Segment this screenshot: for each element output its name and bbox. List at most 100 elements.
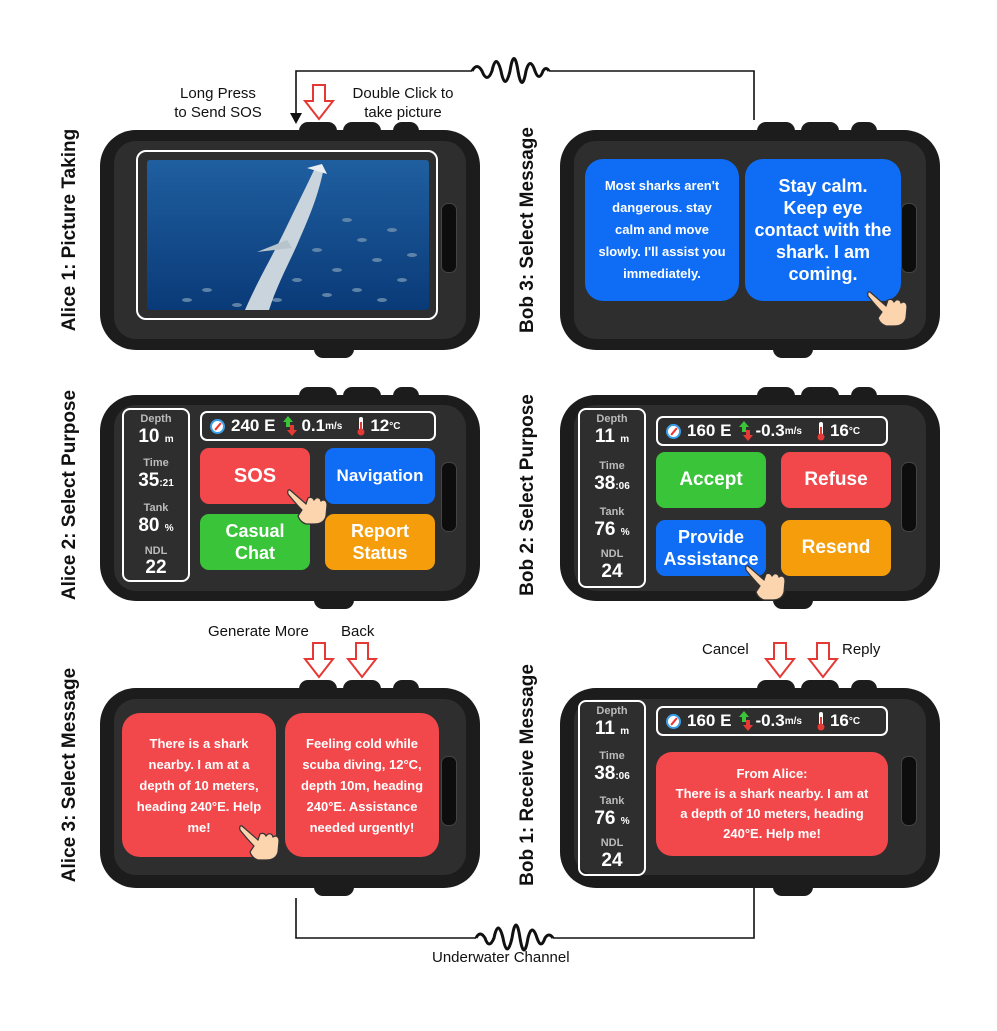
back-annotation: Back — [341, 623, 375, 640]
bob2-label: Bob 2: Select Purpose — [517, 394, 538, 596]
alice1-label: Alice 1: Picture Taking — [59, 128, 80, 332]
pointing-hand-icon — [239, 825, 280, 861]
heading-value: 240 E — [231, 416, 276, 435]
bob1-label: Bob 1: Receive Message — [517, 664, 538, 886]
alice2-stats-panel: Depth 10 m Time 35:21 Tank 80 % NDL 22 — [122, 408, 190, 582]
compass-icon — [210, 418, 225, 434]
temp-value: 12 — [370, 416, 390, 435]
depth-key: Depth — [596, 413, 628, 425]
alice2-side-button[interactable] — [441, 462, 457, 532]
heading-value: 160 E — [687, 421, 732, 440]
double-click-annotation: Double Click to take picture — [352, 85, 454, 121]
bob1-bottom-button[interactable] — [773, 884, 813, 896]
camera-viewfinder — [136, 150, 438, 320]
pointing-hand-icon — [745, 565, 786, 601]
top-channel-line-left — [295, 70, 472, 117]
tank-key: Tank — [599, 795, 625, 807]
tank-key: Tank — [599, 506, 625, 518]
ndl-key: NDL — [600, 837, 624, 849]
bob2-stats-panel: Depth 11 m Time 38:06 Tank 76 % NDL 24 — [578, 408, 646, 588]
sos-press-arrow — [302, 84, 336, 121]
ndl-value: 22 — [145, 557, 167, 578]
received-message[interactable]: From Alice: There is a shark nearby. I a… — [656, 752, 888, 856]
refuse-button[interactable]: Refuse — [781, 452, 891, 508]
tank-value: 80 % — [138, 515, 174, 536]
time-value: 35:21 — [138, 470, 174, 491]
time-key: Time — [143, 457, 169, 469]
alice1-side-button[interactable] — [441, 203, 457, 273]
bob1-stats-panel: Depth 11 m Time 38:06 Tank 76 % NDL 24 — [578, 700, 646, 876]
time-value: 38:06 — [594, 763, 630, 784]
navigation-button[interactable]: Navigation — [325, 448, 435, 504]
received-message-from: From Alice: — [736, 766, 808, 781]
depth-key: Depth — [596, 705, 628, 717]
depth-value: 11 m — [594, 718, 630, 739]
accept-button[interactable]: Accept — [656, 452, 766, 508]
bob3-side-button[interactable] — [901, 203, 917, 273]
ascent-rate-icon — [739, 711, 754, 731]
compass-icon — [666, 713, 681, 729]
tank-key: Tank — [143, 502, 169, 514]
alice3-message-option-1[interactable]: There is a shark nearby. I am at a depth… — [122, 713, 276, 857]
compass-icon — [666, 423, 681, 439]
alice2-label: Alice 2: Select Purpose — [59, 389, 80, 601]
bottom-wave — [474, 923, 555, 952]
time-value: 38:06 — [594, 473, 630, 494]
resend-button[interactable]: Resend — [781, 520, 891, 576]
shark-photo — [147, 160, 429, 310]
time-key: Time — [599, 750, 625, 762]
speed-value: 0.1 — [301, 416, 326, 435]
speed-value: -0.3 — [755, 711, 785, 730]
bob3-message-option-2[interactable]: Stay calm. Keep eye contact with the sha… — [745, 159, 901, 301]
alice3-label: Alice 3: Select Message — [59, 667, 80, 883]
alice1-bottom-button[interactable] — [314, 346, 354, 358]
back-arrow — [345, 642, 379, 679]
bob2-side-button[interactable] — [901, 462, 917, 532]
bottom-channel-line — [295, 898, 476, 939]
bob3-message-option-1[interactable]: Most sharks aren't dangerous. stay calm … — [585, 159, 739, 301]
shark-shape — [245, 168, 323, 310]
bob3-bottom-button[interactable] — [773, 346, 813, 358]
tank-value: 76 % — [594, 808, 630, 829]
bob2-bottom-button[interactable] — [773, 597, 813, 609]
alice2-bottom-button[interactable] — [314, 597, 354, 609]
bob1-side-button[interactable] — [901, 756, 917, 826]
underwater-channel-annotation: Underwater Channel — [432, 949, 570, 966]
speed-value: -0.3 — [755, 421, 785, 440]
ndl-value: 24 — [601, 561, 623, 582]
alice3-bottom-button[interactable] — [314, 884, 354, 896]
depth-value: 10 m — [138, 426, 174, 447]
ascent-rate-icon — [283, 416, 298, 436]
reply-arrow — [806, 642, 840, 679]
top-channel-line — [549, 70, 755, 120]
generate-more-annotation: Generate More — [208, 623, 309, 640]
ndl-value: 24 — [601, 850, 623, 871]
reply-annotation: Reply — [842, 641, 881, 658]
depth-key: Depth — [140, 413, 172, 425]
bob3-label: Bob 3: Select Message — [517, 127, 538, 333]
thermometer-icon — [817, 422, 825, 441]
alice3-message-option-2[interactable]: Feeling cold while scuba diving, 12°C, d… — [285, 713, 439, 857]
heading-value: 160 E — [687, 711, 732, 730]
ascent-rate-icon — [739, 421, 754, 441]
temp-value: 16 — [829, 711, 849, 730]
tank-value: 76 % — [594, 519, 630, 540]
temp-value: 16 — [829, 421, 849, 440]
top-channel-arrowhead — [290, 113, 302, 124]
generate-more-arrow — [302, 642, 336, 679]
pointing-hand-icon — [287, 489, 328, 525]
top-wave — [470, 57, 551, 84]
alice3-side-button[interactable] — [441, 756, 457, 826]
depth-value: 11 m — [594, 426, 630, 447]
pointing-hand-icon — [867, 291, 908, 327]
bottom-channel-line-right — [553, 882, 755, 939]
ndl-key: NDL — [600, 548, 624, 560]
cancel-arrow — [763, 642, 797, 679]
long-press-annotation: Long Press to Send SOS — [174, 85, 262, 121]
